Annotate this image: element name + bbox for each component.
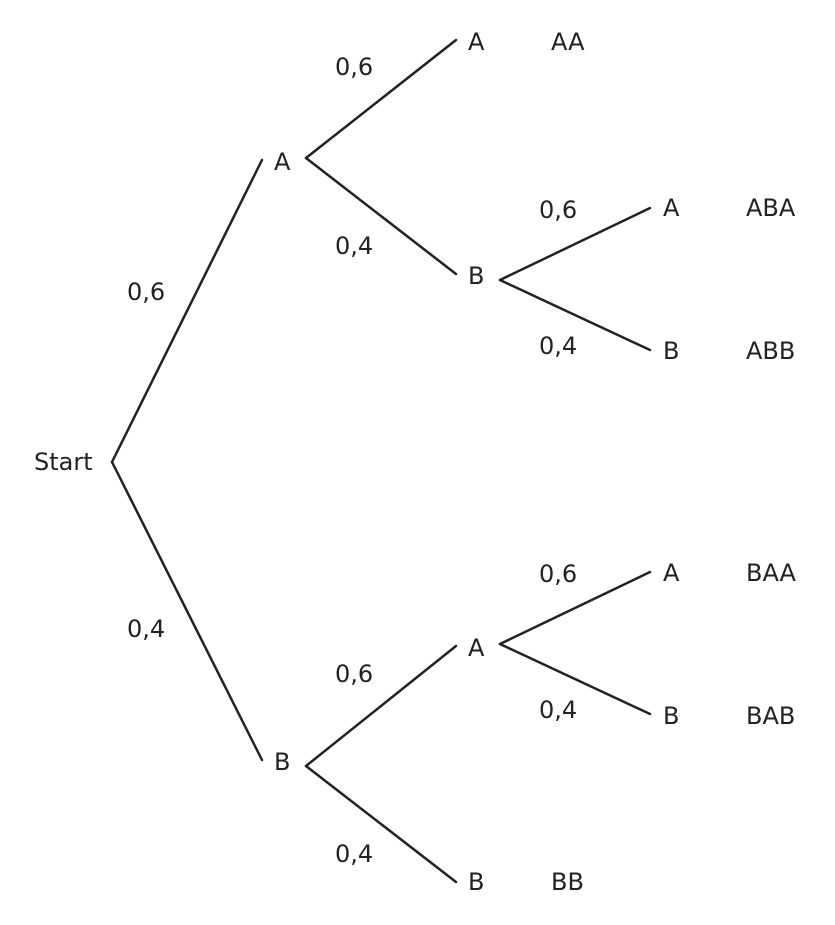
edge-ab-abb xyxy=(498,278,652,352)
node-label-bab: B xyxy=(663,702,679,730)
probability-label-a-aa: 0,6 xyxy=(335,53,373,81)
node-label-aa: A xyxy=(468,28,485,56)
probability-label-start-a: 0,6 xyxy=(127,278,165,306)
probability-label-ab-abb: 0,4 xyxy=(539,332,577,360)
node-label-a: A xyxy=(274,148,291,176)
node-label-baa: A xyxy=(663,559,680,587)
outcome-label-abb: ABB xyxy=(746,337,795,365)
probability-label-ba-bab: 0,4 xyxy=(539,696,577,724)
probability-label-b-ba: 0,6 xyxy=(335,660,373,688)
probability-label-b-bb: 0,4 xyxy=(335,840,373,868)
edge-b-bb xyxy=(304,764,458,884)
edge-ba-bab xyxy=(498,642,652,716)
edge-start-b xyxy=(110,460,264,762)
outcome-label-bab: BAB xyxy=(746,702,795,730)
edge-start-a xyxy=(110,158,264,464)
probability-label-ba-baa: 0,6 xyxy=(539,560,577,588)
outcome-label-bb: BB xyxy=(551,868,584,896)
edge-a-aa xyxy=(304,38,458,160)
edge-labels-layer: 0,6 0,4 0,6 0,4 0,6 0,4 0,6 0,4 0,6 0,4 xyxy=(127,53,577,868)
node-label-b: B xyxy=(274,748,290,776)
edge-ab-aba xyxy=(498,206,652,282)
probability-label-start-b: 0,4 xyxy=(127,615,165,643)
node-label-abb: B xyxy=(663,337,679,365)
edge-a-ab xyxy=(304,156,458,276)
edge-b-ba xyxy=(304,644,458,768)
probability-label-ab-aba: 0,6 xyxy=(539,196,577,224)
start-node-label: Start xyxy=(34,448,93,476)
node-label-ba: A xyxy=(468,634,485,662)
outcome-label-aba: ABA xyxy=(746,194,796,222)
node-label-aba: A xyxy=(663,194,680,222)
edges-layer xyxy=(110,38,652,884)
node-label-ab: B xyxy=(468,262,484,290)
outcome-label-baa: BAA xyxy=(746,559,797,587)
probability-label-a-ab: 0,4 xyxy=(335,232,373,260)
edge-ba-baa xyxy=(498,570,652,646)
outcome-label-aa: AA xyxy=(551,28,585,56)
node-label-bb: B xyxy=(468,868,484,896)
